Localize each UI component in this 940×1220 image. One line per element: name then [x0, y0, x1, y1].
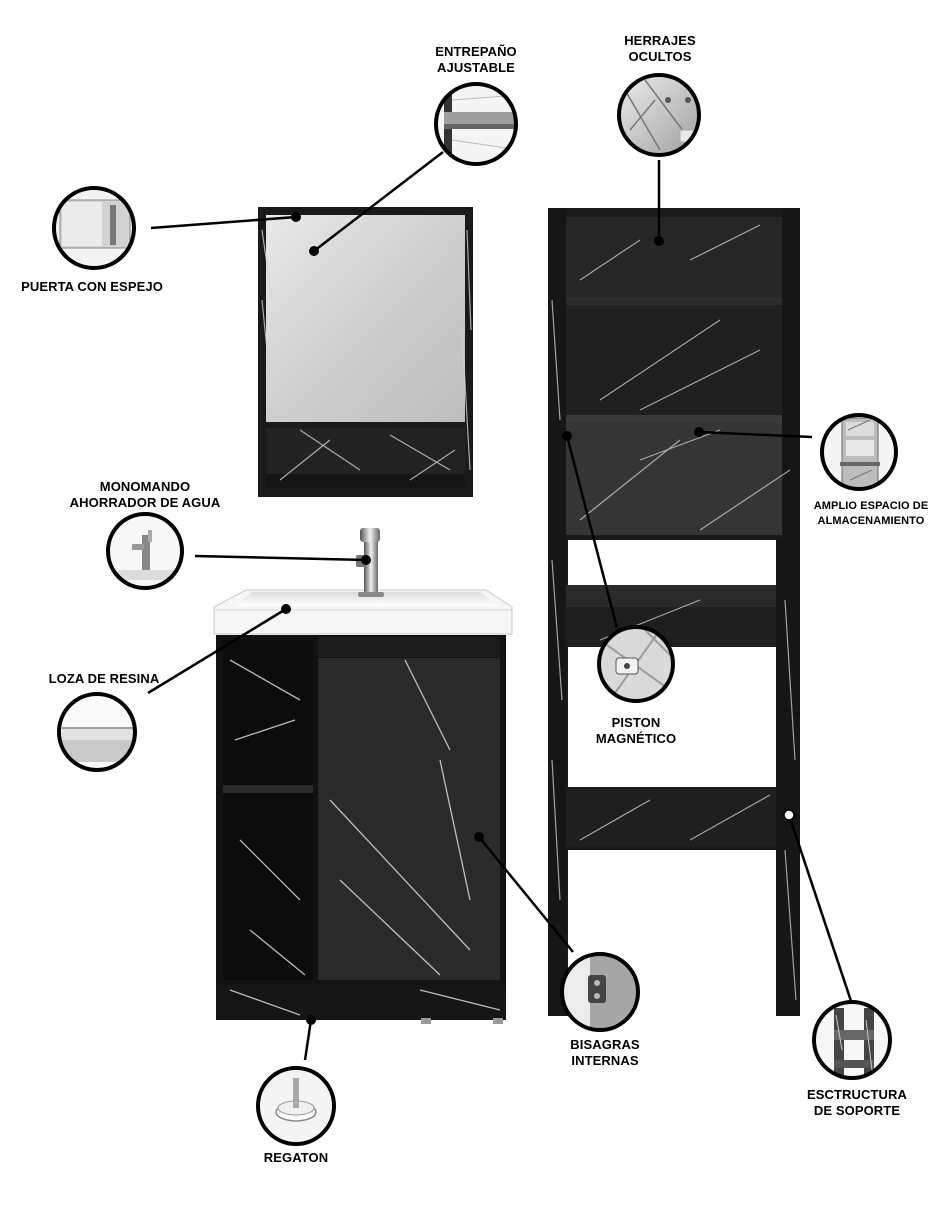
resin-sink-thumb — [57, 692, 137, 772]
label-leveling-foot: REGATON — [246, 1150, 346, 1166]
label-internal-hinges: BISAGRAS INTERNAS — [555, 1037, 655, 1069]
label-magnetic-piston: PISTON MAGNÉTICO — [586, 715, 686, 747]
leader-dots — [281, 212, 795, 1025]
label-support-structure-line2: DE SOPORTE — [813, 1103, 901, 1118]
label-support-structure-line1: ESCTRUCTURA — [806, 1087, 908, 1102]
internal-hinges-thumb — [560, 952, 640, 1032]
storage-space-thumb — [820, 413, 898, 491]
label-hidden-hardware-line2: OCULTOS — [628, 49, 692, 64]
magnetic-piston-thumb — [597, 625, 675, 703]
leader-lines — [147, 151, 853, 1061]
label-adjustable-shelf: ENTREPAÑO AJUSTABLE — [418, 44, 534, 76]
resin-sink — [213, 589, 513, 635]
label-storage-space-line2: ALMACENAMIENTO — [817, 515, 925, 527]
mirror-door — [266, 215, 465, 422]
tall-cabinet-door — [557, 423, 793, 535]
label-hidden-hardware-line1: HERRAJES — [624, 33, 696, 48]
label-hidden-hardware: HERRAJES OCULTOS — [605, 33, 715, 65]
mirror-cabinet — [258, 207, 473, 497]
faucet-thumb — [106, 512, 184, 590]
tall-cabinet — [548, 208, 800, 1016]
mirror-door-thumb — [52, 186, 136, 270]
vanity-cabinet — [216, 635, 506, 1024]
label-resin-sink-line1: LOZA DE RESINA — [48, 671, 160, 686]
label-support-structure: ESCTRUCTURA DE SOPORTE — [800, 1087, 914, 1119]
label-storage-space: AMPLIO ESPACIO DE ALMACENAMIENTO — [806, 499, 936, 529]
label-adjustable-shelf-line1: ENTREPAÑO — [435, 44, 517, 59]
label-faucet: MONOMANDO AHORRADOR DE AGUA — [60, 479, 230, 511]
label-adjustable-shelf-line2: AJUSTABLE — [437, 60, 515, 75]
leveling-foot-thumb — [256, 1066, 336, 1146]
label-faucet-line1: MONOMANDO — [99, 479, 191, 494]
label-storage-space-line1: AMPLIO ESPACIO DE — [813, 500, 929, 512]
label-mirror-door: PUERTA CON ESPEJO — [12, 279, 172, 295]
support-structure-thumb — [812, 1000, 892, 1080]
label-internal-hinges-line2: INTERNAS — [571, 1053, 639, 1068]
label-mirror-door-line1: PUERTA CON ESPEJO — [21, 279, 163, 294]
label-magnetic-piston-line2: MAGNÉTICO — [595, 731, 677, 746]
label-faucet-line2: AHORRADOR DE AGUA — [69, 495, 221, 510]
adjustable-shelf-thumb — [434, 82, 518, 166]
vanity-door — [318, 658, 500, 980]
hidden-hardware-thumb — [617, 73, 701, 157]
label-internal-hinges-line1: BISAGRAS — [570, 1037, 640, 1052]
label-magnetic-piston-line1: PISTON — [611, 715, 661, 730]
label-leveling-foot-line1: REGATON — [263, 1150, 329, 1165]
label-resin-sink: LOZA DE RESINA — [40, 671, 168, 687]
